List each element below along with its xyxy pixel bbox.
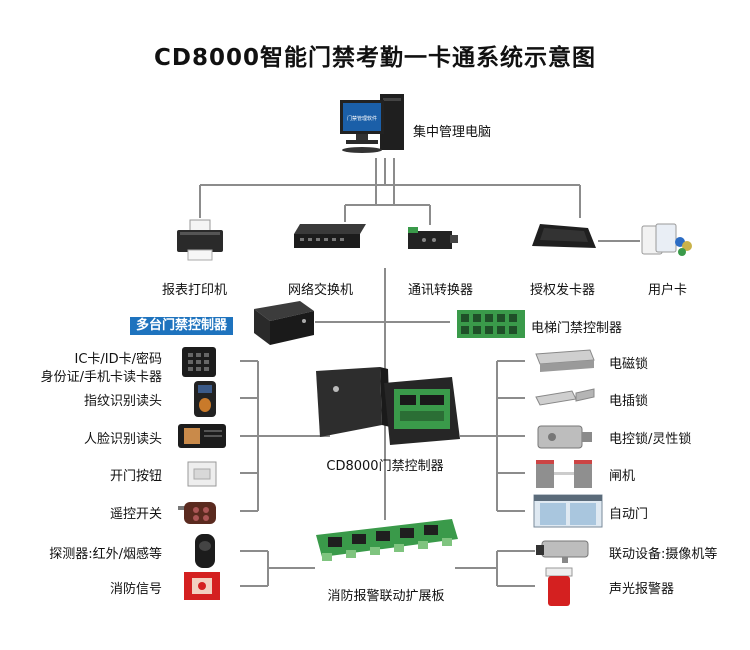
bolt-lock-icon (535, 388, 595, 406)
main-controller-icon (316, 367, 460, 445)
siren-alarm-icon (545, 567, 573, 606)
face-reader-icon (178, 424, 226, 448)
label-switch: 网络交换机 (288, 283, 354, 298)
label-printer: 报表打印机 (162, 283, 228, 298)
label-gate: 闸机 (609, 469, 636, 484)
card-issuer-icon (532, 224, 596, 248)
automatic-door-icon (533, 494, 603, 528)
label-converter: 通讯转换器 (408, 283, 474, 298)
computer-icon: 门禁管理软件 (340, 94, 404, 153)
fire-linkage-board-icon (316, 519, 458, 561)
label-exit-button: 开门按钮 (109, 469, 162, 484)
keypad-reader-icon (182, 347, 216, 377)
label-issuer: 授权发卡器 (530, 283, 596, 298)
pc-screen-text: 门禁管理软件 (347, 115, 377, 122)
user-card-icon (641, 223, 692, 256)
fire-alarm-button-icon (184, 572, 220, 600)
label-mag-lock: 电磁锁 (609, 357, 649, 372)
label-pc: 集中管理电脑 (413, 125, 492, 140)
elevator-controller-icon (457, 310, 525, 338)
camera-icon (536, 540, 589, 563)
electric-lock-icon (537, 425, 592, 449)
label-face-reader: 人脸识别读头 (83, 432, 162, 447)
page-title: CD8000智能门禁考勤一卡通系统示意图 (154, 45, 596, 71)
label-auto-door: 自动门 (609, 507, 649, 522)
network-switch-icon (294, 224, 366, 248)
exit-button-icon (187, 461, 217, 487)
label-fire-board: 消防报警联动扩展板 (327, 589, 445, 604)
magnetic-lock-icon (535, 349, 595, 372)
label-user-card: 用户卡 (648, 283, 688, 298)
label-camera: 联动设备:摄像机等 (609, 547, 718, 562)
detector-icon (195, 534, 215, 568)
multi-controller-badge: 多台门禁控制器 (130, 317, 234, 335)
label-fire-signal: 消防信号 (109, 582, 162, 597)
label-fingerprint: 指纹识别读头 (83, 394, 162, 409)
label-card-reader-line1: IC卡/ID卡/密码 (74, 352, 162, 367)
label-alarm: 声光报警器 (609, 582, 675, 597)
label-elevator: 电梯门禁控制器 (531, 321, 623, 336)
label-main-controller: CD8000门禁控制器 (326, 459, 444, 474)
label-bolt-lock: 电插锁 (609, 394, 649, 409)
printer-icon (177, 219, 223, 261)
fingerprint-reader-icon (194, 381, 216, 417)
label-remote: 遥控开关 (109, 507, 162, 522)
label-electric-lock: 电控锁/灵性锁 (609, 432, 692, 447)
multi-controller-box-icon (254, 301, 314, 345)
label-detector: 探测器:红外/烟感等 (49, 547, 162, 562)
turnstile-gate-icon (536, 460, 592, 488)
converter-icon (408, 227, 458, 249)
remote-control-icon (178, 502, 216, 524)
label-card-reader-line2: 身份证/手机卡读卡器 (40, 370, 162, 385)
